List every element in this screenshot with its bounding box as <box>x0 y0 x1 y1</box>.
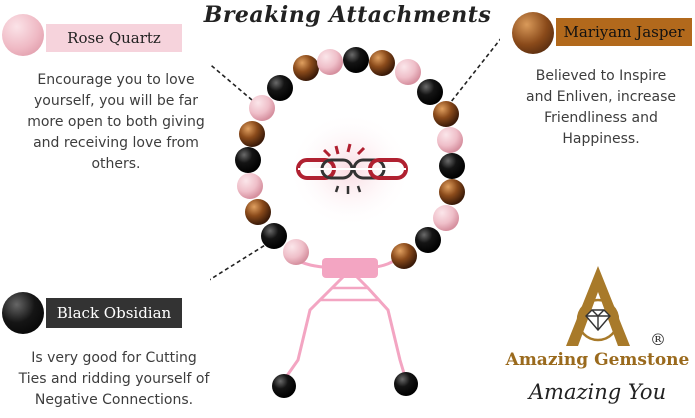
brand-tagline: Amazing You <box>528 380 667 404</box>
rose-quartz-label: Rose Quartz <box>46 24 182 52</box>
rose-quartz-desc-line: others. <box>91 156 141 172</box>
mariyam-jasper-desc-line: Happiness. <box>562 131 640 147</box>
rose-quartz-desc-line: more open to both giving <box>27 114 205 130</box>
bracelet-beads <box>235 47 465 269</box>
cord-end-bead <box>272 374 296 398</box>
cord-knot <box>322 258 378 278</box>
brand-logo-icon <box>566 266 630 346</box>
black-obsidian-desc-line: Ties and ridding yourself of <box>18 371 210 387</box>
page-title: Breaking Attachments <box>203 2 492 28</box>
black-obsidian-description: Is very good for Cutting Ties and riddin… <box>2 348 226 411</box>
mariyam-jasper-description: Believed to Inspire and Enliven, increas… <box>506 66 695 150</box>
broken-chain-icon <box>296 143 408 194</box>
black-obsidian-label-text: Black Obsidian <box>56 304 172 322</box>
rose-quartz-desc-line: Encourage you to love <box>37 72 195 88</box>
mariyam-jasper-desc-line: Believed to Inspire <box>535 68 667 84</box>
black-obsidian-desc-line: Is very good for Cutting <box>31 350 197 366</box>
mariyam-jasper-desc-line: and Enliven, increase <box>526 89 676 105</box>
mariyam-jasper-desc-line: Friendliness and <box>544 110 658 126</box>
black-obsidian-bead-icon <box>2 292 44 334</box>
cord-end-bead <box>394 372 418 396</box>
rose-quartz-label-text: Rose Quartz <box>67 29 161 47</box>
bracelet-illustration <box>210 38 500 398</box>
mariyam-jasper-bead-icon <box>512 12 554 54</box>
rose-quartz-description: Encourage you to love yourself, you will… <box>6 70 226 175</box>
rose-quartz-bead-icon <box>2 14 44 56</box>
mariyam-jasper-label: Mariyam Jasper <box>556 18 692 46</box>
rose-quartz-desc-line: yourself, you will be far <box>33 93 199 109</box>
brand-name: Amazing Gemstone <box>505 350 690 370</box>
registered-mark: ® <box>650 330 666 349</box>
mariyam-jasper-label-text: Mariyam Jasper <box>563 23 685 41</box>
rose-quartz-desc-line: and receiving love from <box>33 135 199 151</box>
black-obsidian-label: Black Obsidian <box>46 298 182 328</box>
pointer-lines <box>210 38 500 281</box>
black-obsidian-desc-line: Negative Connections. <box>34 392 194 408</box>
